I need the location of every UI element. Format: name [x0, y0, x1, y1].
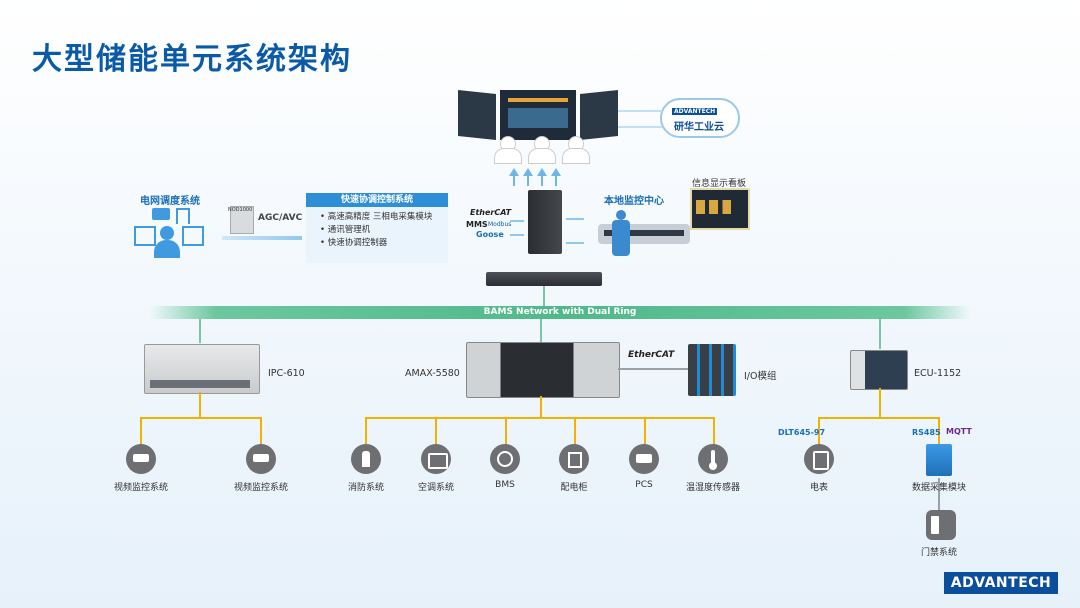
switch-to-ring	[543, 286, 545, 306]
server-cabinet	[528, 190, 562, 254]
rtu-device	[230, 206, 254, 234]
cloud-label: 研华工业云	[674, 122, 724, 133]
operators	[490, 136, 590, 164]
io-module-device	[688, 344, 736, 396]
agc-link-arrows	[222, 236, 302, 240]
hvac-system-label: 空调系统	[417, 483, 454, 493]
camera-icon	[246, 444, 276, 474]
ipc-610-label: IPC-610	[268, 368, 305, 379]
agc-avc-label: AGC/AVC	[258, 213, 303, 223]
amax-5580-device	[466, 342, 620, 398]
grid-dispatch-icon	[134, 208, 204, 260]
switchgear-icon	[559, 444, 589, 474]
amax-drop	[365, 417, 367, 445]
video-surveillance-label: 视频监控系统	[233, 483, 288, 493]
fire-system-label: 消防系统	[347, 483, 384, 493]
cloud-icon	[660, 98, 740, 138]
ecu-bus-v	[879, 388, 881, 418]
switchgear-label: 配电柜	[560, 483, 588, 493]
local-center-label: 本地监控中心	[604, 196, 664, 207]
bams-ring: BAMS Network with Dual Ring	[150, 306, 970, 319]
pcs-label: PCS	[635, 480, 653, 490]
power-meter-label: 电表	[809, 483, 828, 493]
ctrl-item: • 快速协调控制器	[320, 238, 388, 248]
bms-label: BMS	[495, 480, 515, 490]
side-arrows-right	[566, 218, 584, 244]
access-control-icon	[926, 510, 956, 540]
air-conditioner-icon	[421, 444, 451, 474]
data-acquisition-module-icon	[926, 444, 952, 476]
local-center-illustration	[598, 210, 690, 260]
monitor-wall	[458, 88, 618, 144]
access-link	[938, 478, 940, 510]
fire-hydrant-icon	[351, 444, 381, 474]
ipc-drop	[140, 417, 142, 445]
ecu-drop	[938, 417, 940, 445]
io-module-label: I/O模组	[744, 371, 777, 382]
ctrl-item: • 高速高精度 三相电采集模块	[320, 212, 433, 222]
modbus-label: Modbus	[488, 221, 512, 228]
rtu-tag: NOD1000	[228, 207, 253, 213]
power-meter-icon	[804, 444, 834, 474]
grid-dispatch-label: 电网调度系统	[140, 196, 200, 207]
page-title: 大型储能单元系统架构	[32, 42, 352, 77]
goose-label: Goose	[476, 230, 504, 239]
amax-to-io-line	[618, 368, 688, 370]
access-control-label: 门禁系统	[920, 548, 957, 558]
info-board-label: 信息显示看板	[692, 179, 747, 189]
ipc-bus-h	[140, 417, 262, 419]
amax-drop	[435, 417, 437, 445]
ecu-1152-device	[850, 350, 908, 390]
ring-link	[540, 319, 542, 343]
ipc-bus-v	[199, 392, 201, 418]
ctrl-item: • 通讯管理机	[320, 225, 371, 235]
amax-5580-label: AMAX-5580	[405, 368, 460, 379]
mqtt-label: MQTT	[946, 427, 972, 436]
pcs-icon	[629, 444, 659, 474]
data-acquisition-module-label: 数据采集模块	[911, 483, 966, 493]
camera-icon	[126, 444, 156, 474]
cloud-brand: ADVANTECH	[672, 108, 718, 115]
advantech-logo: ADVANTECH	[944, 572, 1058, 594]
amax-bus-v	[540, 396, 542, 418]
ring-link	[199, 319, 201, 343]
amax-drop	[713, 417, 715, 445]
ethercat-logo: EtherCAT	[470, 208, 512, 217]
network-switch	[486, 272, 602, 286]
rs485-label: RS485	[912, 428, 941, 437]
ecu-drop	[818, 417, 820, 445]
fast-coordination-box: 快速协调控制系统 • 高速高精度 三相电采集模块 • 通讯管理机 • 快速协调控…	[306, 193, 448, 263]
fast-coordination-title: 快速协调控制系统	[306, 193, 448, 207]
ecu-1152-label: ECU-1152	[914, 368, 962, 379]
video-surveillance-label: 视频监控系统	[113, 483, 168, 493]
ethercat-logo-2: EtherCAT	[628, 350, 675, 360]
ecu-bus-h	[818, 417, 940, 419]
amax-drop	[574, 417, 576, 445]
mms-label: MMS	[466, 220, 488, 229]
temp-humidity-sensor-label: 温湿度传感器	[685, 483, 740, 493]
uplink-arrows	[509, 168, 569, 188]
ring-link	[879, 319, 881, 349]
cloud-link-lines	[618, 110, 662, 128]
ipc-drop	[260, 417, 262, 445]
amax-drop	[505, 417, 507, 445]
ipc-panel	[150, 380, 250, 388]
dlt645-label: DLT645-97	[778, 428, 826, 437]
thermometer-icon	[698, 444, 728, 474]
bms-icon	[490, 444, 520, 474]
side-arrows-left	[510, 220, 524, 236]
amax-drop	[644, 417, 646, 445]
info-board-chart	[696, 200, 740, 214]
amax-bus-h	[365, 417, 715, 419]
